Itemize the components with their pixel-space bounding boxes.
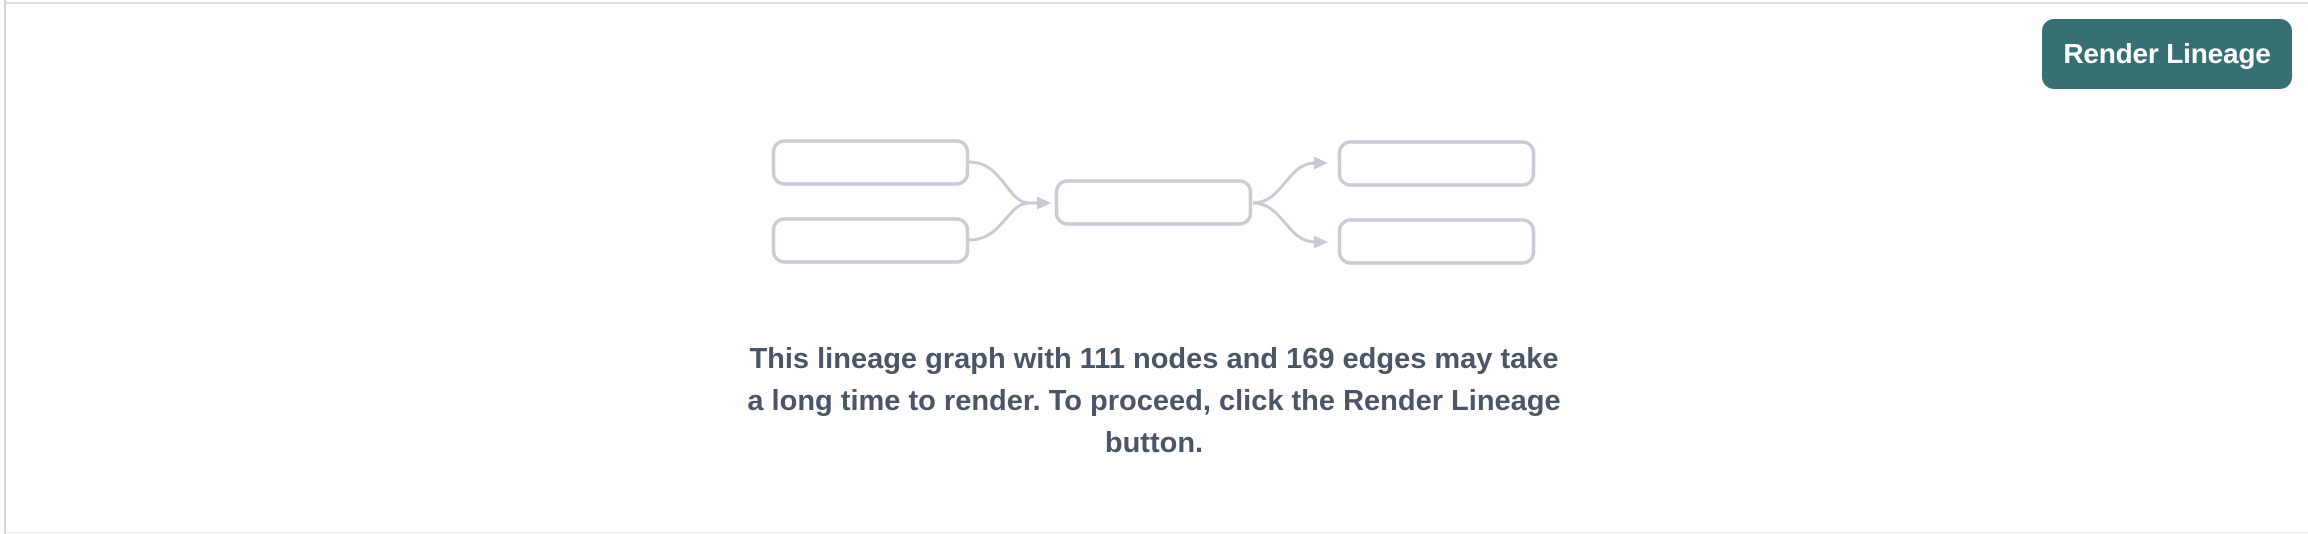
warning-line: This lineage graph with 111 nodes and 16… xyxy=(749,343,1559,375)
lineage-node-box xyxy=(771,217,970,264)
lineage-node-box xyxy=(771,139,970,186)
arrowhead-icon xyxy=(1314,156,1328,170)
lineage-node-box xyxy=(1054,179,1253,226)
lineage-preview-illustration xyxy=(771,139,1537,267)
arrowhead-icon xyxy=(1037,196,1051,210)
arrowhead-icon xyxy=(1314,235,1328,249)
lineage-node-box xyxy=(1337,218,1536,265)
panel-top-border xyxy=(6,2,2308,4)
render-lineage-button[interactable]: Render Lineage xyxy=(2042,19,2292,89)
lineage-edge xyxy=(968,201,1030,242)
lineage-edge xyxy=(1252,201,1316,244)
panel-bottom-border xyxy=(6,532,2308,533)
render-warning-message: This lineage graph with 111 nodes and 16… xyxy=(747,338,1560,464)
panel-left-border xyxy=(4,0,6,534)
lineage-node-box xyxy=(1337,140,1536,187)
warning-line: a long time to render. To proceed, click… xyxy=(747,385,1561,417)
lineage-edge xyxy=(968,160,1030,205)
lineage-placeholder-graphic xyxy=(771,139,1536,265)
lineage-edge xyxy=(1252,161,1316,205)
warning-line: button. xyxy=(1104,427,1204,459)
